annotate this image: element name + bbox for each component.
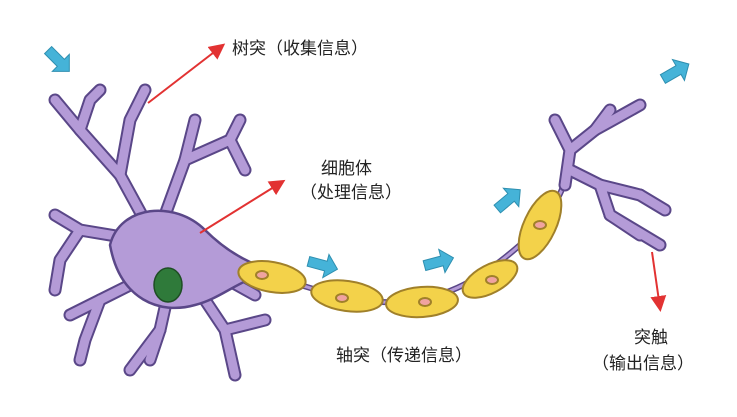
signal-flow-arrows (43, 45, 690, 279)
myelin-segment (385, 285, 459, 319)
dendrite-pointer-arrow (147, 43, 226, 104)
flow-arrow-icon (306, 253, 339, 279)
myelin-segment (517, 189, 563, 261)
nucleus (153, 267, 183, 303)
terminal-label-subtitle: （输出信息） (592, 354, 694, 374)
flow-arrow-icon (422, 248, 455, 274)
myelin-segment (237, 260, 307, 294)
axon-label: 轴突（传递信息） (336, 346, 472, 366)
flow-arrow-icon (493, 187, 521, 214)
terminal-label-title: 突触 (634, 328, 668, 348)
axon-terminal (548, 98, 672, 252)
flow-arrow-icon (659, 58, 690, 85)
pointer-arrows (147, 43, 667, 312)
flow-arrow-icon (43, 45, 70, 72)
terminal-pointer-arrow (650, 251, 667, 312)
myelin-segment (310, 279, 384, 313)
myelin-segment (461, 259, 519, 299)
dendrite-label: 树突（收集信息） (232, 39, 368, 59)
soma-label-subtitle: （处理信息） (300, 183, 402, 203)
myelin-sheath (237, 189, 563, 319)
soma-label-title: 细胞体 (321, 159, 372, 179)
soma-pointer-arrow (199, 179, 286, 234)
